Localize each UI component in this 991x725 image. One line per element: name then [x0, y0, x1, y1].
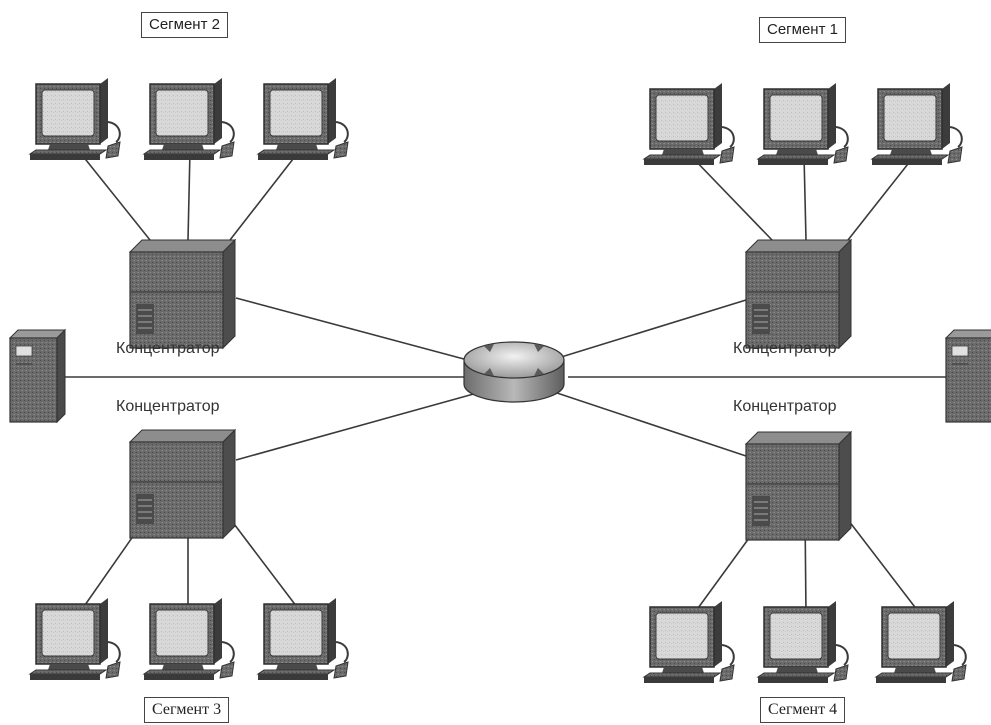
link-hub-ws4c: [841, 511, 922, 616]
router-icon[interactable]: [463, 341, 565, 403]
server-icon[interactable]: [9, 329, 66, 423]
workstation-icon[interactable]: [257, 77, 349, 161]
segment-4-label: Сегмент 4: [760, 697, 846, 723]
workstation-icon[interactable]: [643, 600, 735, 684]
workstation-icon[interactable]: [29, 77, 121, 161]
link-ws2b-hub: [187, 149, 191, 241]
link-hub-tl-router: [235, 297, 491, 367]
link-hub-ws3c: [224, 511, 304, 616]
segment-2-label: Сегмент 2: [141, 12, 228, 38]
hub-icon[interactable]: [745, 239, 852, 349]
hub-icon[interactable]: [745, 431, 852, 541]
workstation-icon[interactable]: [643, 82, 735, 166]
workstation-icon[interactable]: [871, 82, 963, 166]
link-ws1c-hub: [847, 154, 916, 241]
segment-3-label: Сегмент 3: [144, 697, 230, 723]
workstation-icon[interactable]: [257, 597, 349, 681]
link-hub-bl-router: [235, 389, 489, 461]
hub-bottom-left-label: Концентратор: [116, 398, 220, 415]
workstation-icon[interactable]: [757, 82, 849, 166]
workstation-icon[interactable]: [29, 597, 121, 681]
link-hub-br-router: [547, 389, 747, 457]
workstation-icon[interactable]: [757, 600, 849, 684]
workstation-icon[interactable]: [875, 600, 967, 684]
link-hub-tr-router: [544, 299, 747, 363]
hub-icon[interactable]: [129, 239, 236, 349]
hub-top-left-label: Концентратор: [116, 340, 220, 357]
link-ws1a-hub: [689, 154, 773, 241]
server-icon[interactable]: [945, 329, 991, 423]
hub-top-right-label: Концентратор: [733, 340, 837, 357]
workstation-icon[interactable]: [143, 77, 235, 161]
link-ws2c-hub: [229, 149, 301, 241]
link-ws2a-hub: [77, 149, 151, 241]
workstation-icon[interactable]: [143, 597, 235, 681]
hub-icon[interactable]: [129, 429, 236, 539]
segment-1-label: Сегмент 1: [759, 17, 846, 43]
link-ws1b-hub: [803, 154, 807, 241]
hub-bottom-right-label: Концентратор: [733, 398, 837, 415]
